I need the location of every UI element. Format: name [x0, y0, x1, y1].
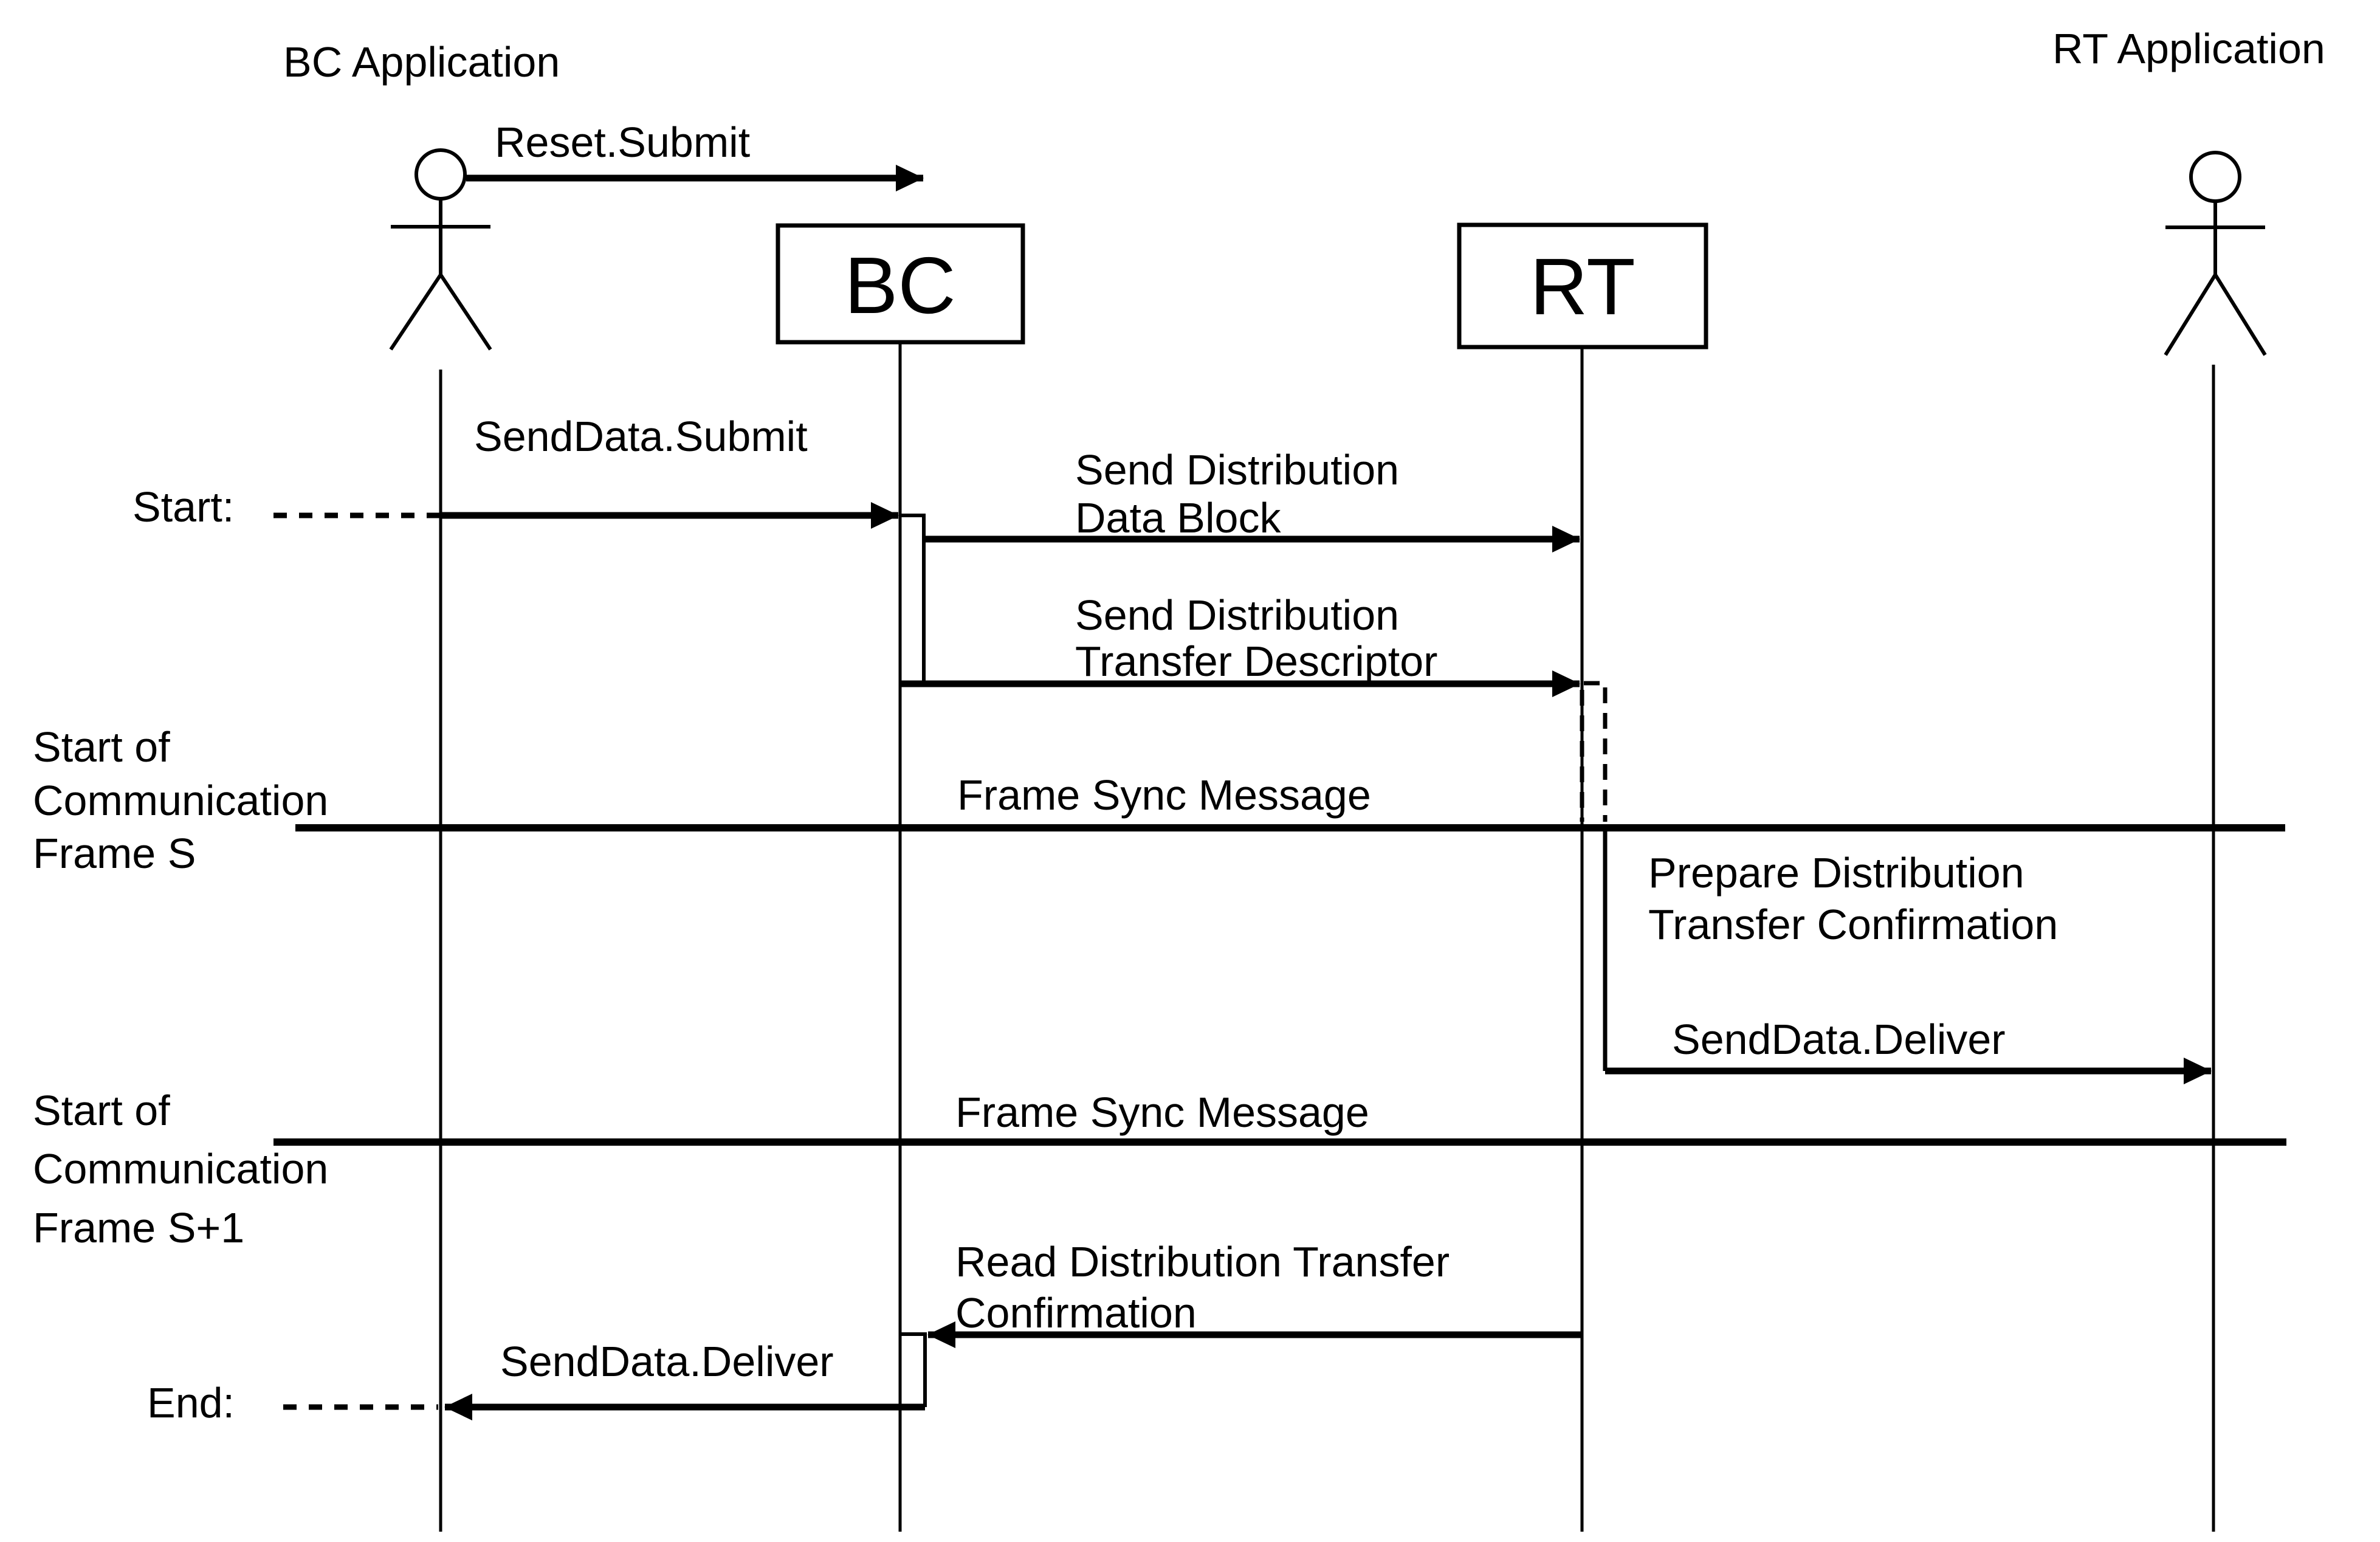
rt-application-label: RT Application [2052, 25, 2325, 72]
bc-activation-bracket-bottom [900, 1332, 927, 1407]
read-distribution-label-line2: Confirmation [955, 1289, 1197, 1337]
bc-application-label: BC Application [283, 38, 560, 86]
bc-box-label: BC [844, 241, 955, 330]
bc-activation-bracket-top [900, 514, 926, 684]
end-label: End: [147, 1379, 235, 1427]
senddata-submit-label: SendData.Submit [474, 413, 808, 460]
frame-s-plus-1-label-line1: Start of [33, 1087, 170, 1134]
senddata-deliver-bc-label: SendData.Deliver [500, 1338, 834, 1385]
bc-box [776, 223, 1025, 345]
send-distribution-transfer-descriptor-label-line1: Send Distribution [1075, 591, 1399, 639]
rt-box-label: RT [1530, 242, 1635, 331]
frame-s-plus-1-label-line3: Frame S+1 [33, 1204, 244, 1251]
prepare-distribution-label-line1: Prepare Distribution [1648, 849, 2024, 897]
send-distribution-transfer-descriptor-label-line2: Transfer Descriptor [1075, 638, 1437, 685]
rt-box [1457, 222, 1708, 349]
start-label: Start: [132, 483, 234, 531]
bc-actor-icon [389, 148, 492, 351]
senddata-deliver-rt-label: SendData.Deliver [1672, 1016, 2006, 1063]
read-distribution-label-line1: Read Distribution Transfer [955, 1238, 1450, 1286]
send-distribution-data-block-label-line1: Send Distribution [1075, 446, 1399, 494]
frame-s-plus-1-label-line2: Communication [33, 1145, 328, 1193]
rt-activation-dashed-right [1584, 681, 1608, 822]
frame-s-label-line2: Communication [33, 777, 328, 824]
reset-submit-label: Reset.Submit [495, 119, 750, 166]
frame-sync-message-1-label: Frame Sync Message [957, 771, 1371, 819]
frame-s-label-line1: Start of [33, 723, 170, 771]
send-distribution-data-block-label-line2: Data Block [1075, 494, 1281, 542]
frame-s-label-line3: Frame S [33, 830, 196, 877]
rt-actor-icon [2164, 151, 2267, 356]
frame-sync-message-2-label: Frame Sync Message [955, 1089, 1369, 1136]
prepare-distribution-label-line2: Transfer Confirmation [1648, 901, 2058, 948]
